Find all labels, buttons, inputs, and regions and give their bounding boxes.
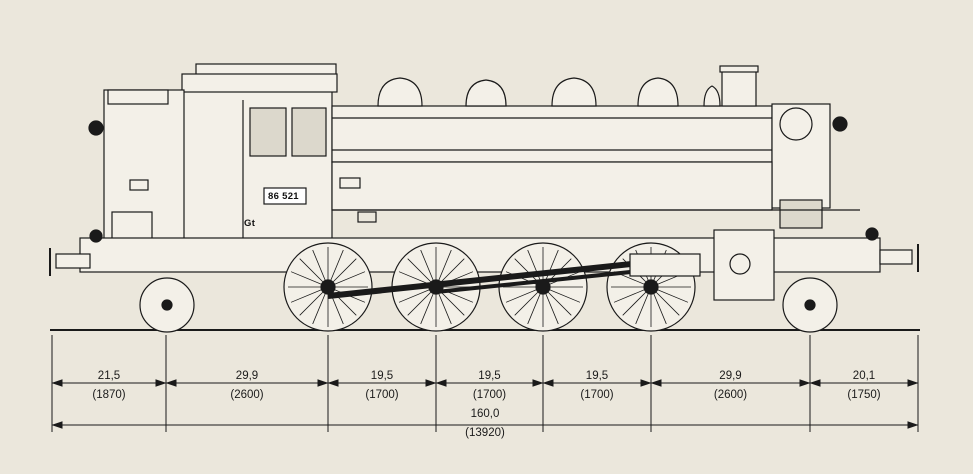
segment-length-mm: 21,5 — [97, 370, 121, 382]
leading-wheel — [782, 277, 838, 333]
segment-length-mm: 29,9 — [235, 370, 259, 382]
class-mark-text: Gt — [244, 218, 256, 229]
segment-length-mm: 20,1 — [852, 370, 876, 382]
steam-dome — [551, 77, 597, 107]
connecting-rods — [327, 253, 701, 299]
dimension-arrowhead — [907, 421, 919, 429]
segment-length-prototype: (2600) — [713, 389, 748, 401]
segment-length-prototype: (2600) — [230, 389, 264, 401]
frame — [79, 229, 881, 301]
number-plate — [263, 187, 307, 205]
dimension-arrowhead — [640, 379, 652, 387]
segment-length-mm: 19,5 — [370, 370, 394, 382]
segment-length-prototype: (1750) — [847, 389, 881, 401]
chimney — [721, 67, 757, 107]
front-buffer — [879, 244, 919, 272]
front-lamp — [865, 227, 879, 241]
dimension-arrowhead — [51, 421, 63, 429]
dimension-arrowhead — [425, 379, 437, 387]
segment-length-prototype: (1700) — [472, 389, 507, 401]
total-length-mm: 160,0 — [470, 408, 500, 420]
trailing-wheel — [139, 277, 195, 333]
dimension-arrowhead — [317, 379, 329, 387]
segment-length-prototype: (1700) — [365, 389, 399, 401]
segment-length-prototype: (1700) — [580, 389, 614, 401]
cab-window-front — [249, 107, 287, 157]
dimension-arrowhead — [809, 379, 821, 387]
dimension-lines — [51, 335, 919, 432]
dimension-arrowhead — [435, 379, 447, 387]
rear-buffer — [49, 248, 91, 276]
boiler-fittings — [377, 65, 759, 107]
total-length-prototype: (13920) — [465, 427, 505, 439]
segment-length-prototype: (1870) — [92, 389, 126, 401]
coal-bunker — [103, 89, 185, 253]
side-tank — [331, 161, 860, 223]
dimension-arrowhead — [165, 379, 177, 387]
dimension-arrowhead — [907, 379, 919, 387]
cylinder — [629, 253, 701, 277]
segment-length-mm: 19,5 — [585, 370, 609, 382]
dimension-arrowhead — [327, 379, 339, 387]
number-plate-text: 86 521 — [268, 191, 299, 202]
sand-dome — [377, 77, 423, 107]
cab-window-rear — [291, 107, 327, 157]
dimension-arrowhead — [542, 379, 554, 387]
dimension-arrowhead — [799, 379, 811, 387]
dimension-arrowhead — [51, 379, 63, 387]
wheel-hub — [320, 279, 336, 295]
cab — [181, 63, 338, 241]
segment-length-mm: 29,9 — [719, 370, 742, 382]
rear-lamp — [88, 120, 104, 136]
segment-length-mm: 19,5 — [478, 370, 501, 382]
dimension-arrowhead — [650, 379, 662, 387]
wheel-hub — [643, 279, 659, 295]
smokebox — [771, 103, 848, 229]
boiler — [331, 105, 773, 163]
dimension-arrowhead — [155, 379, 167, 387]
dimension-arrowhead — [532, 379, 544, 387]
